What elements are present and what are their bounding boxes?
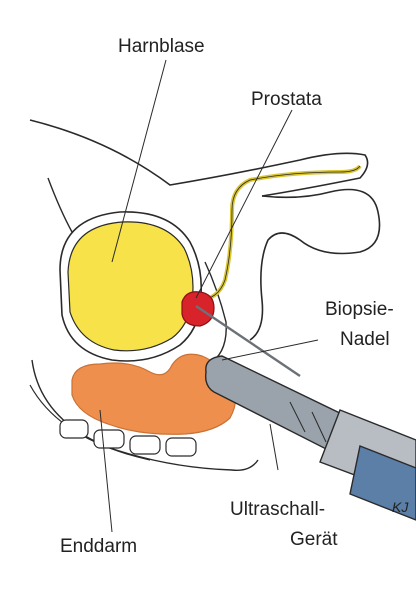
pubic-outline (204, 261, 227, 363)
label-rectum: Enddarm (60, 536, 138, 557)
label-prostate: Prostata (251, 89, 322, 110)
label-needle-line2: Nadel (340, 329, 390, 350)
label-ultrasound-line2: Gerät (290, 529, 338, 550)
spine-outline (31, 359, 259, 471)
penis-outline (249, 188, 381, 341)
label-bladder: Harnblase (118, 36, 205, 57)
leader-lines (99, 59, 319, 533)
ultrasound-probe (204, 355, 416, 521)
label-ultrasound-line1: Ultraschall- (230, 499, 326, 520)
bladder-fill (67, 221, 194, 352)
biopsy-needle (195, 305, 301, 377)
body-outline (29, 119, 369, 197)
abdomen-outline (47, 177, 73, 233)
vertebrae (59, 419, 197, 457)
label-needle-line1: Biopsie- (325, 299, 394, 320)
prostate-shape (181, 291, 215, 327)
artist-signature: KJ (392, 499, 409, 515)
urethra-outline (197, 165, 361, 301)
